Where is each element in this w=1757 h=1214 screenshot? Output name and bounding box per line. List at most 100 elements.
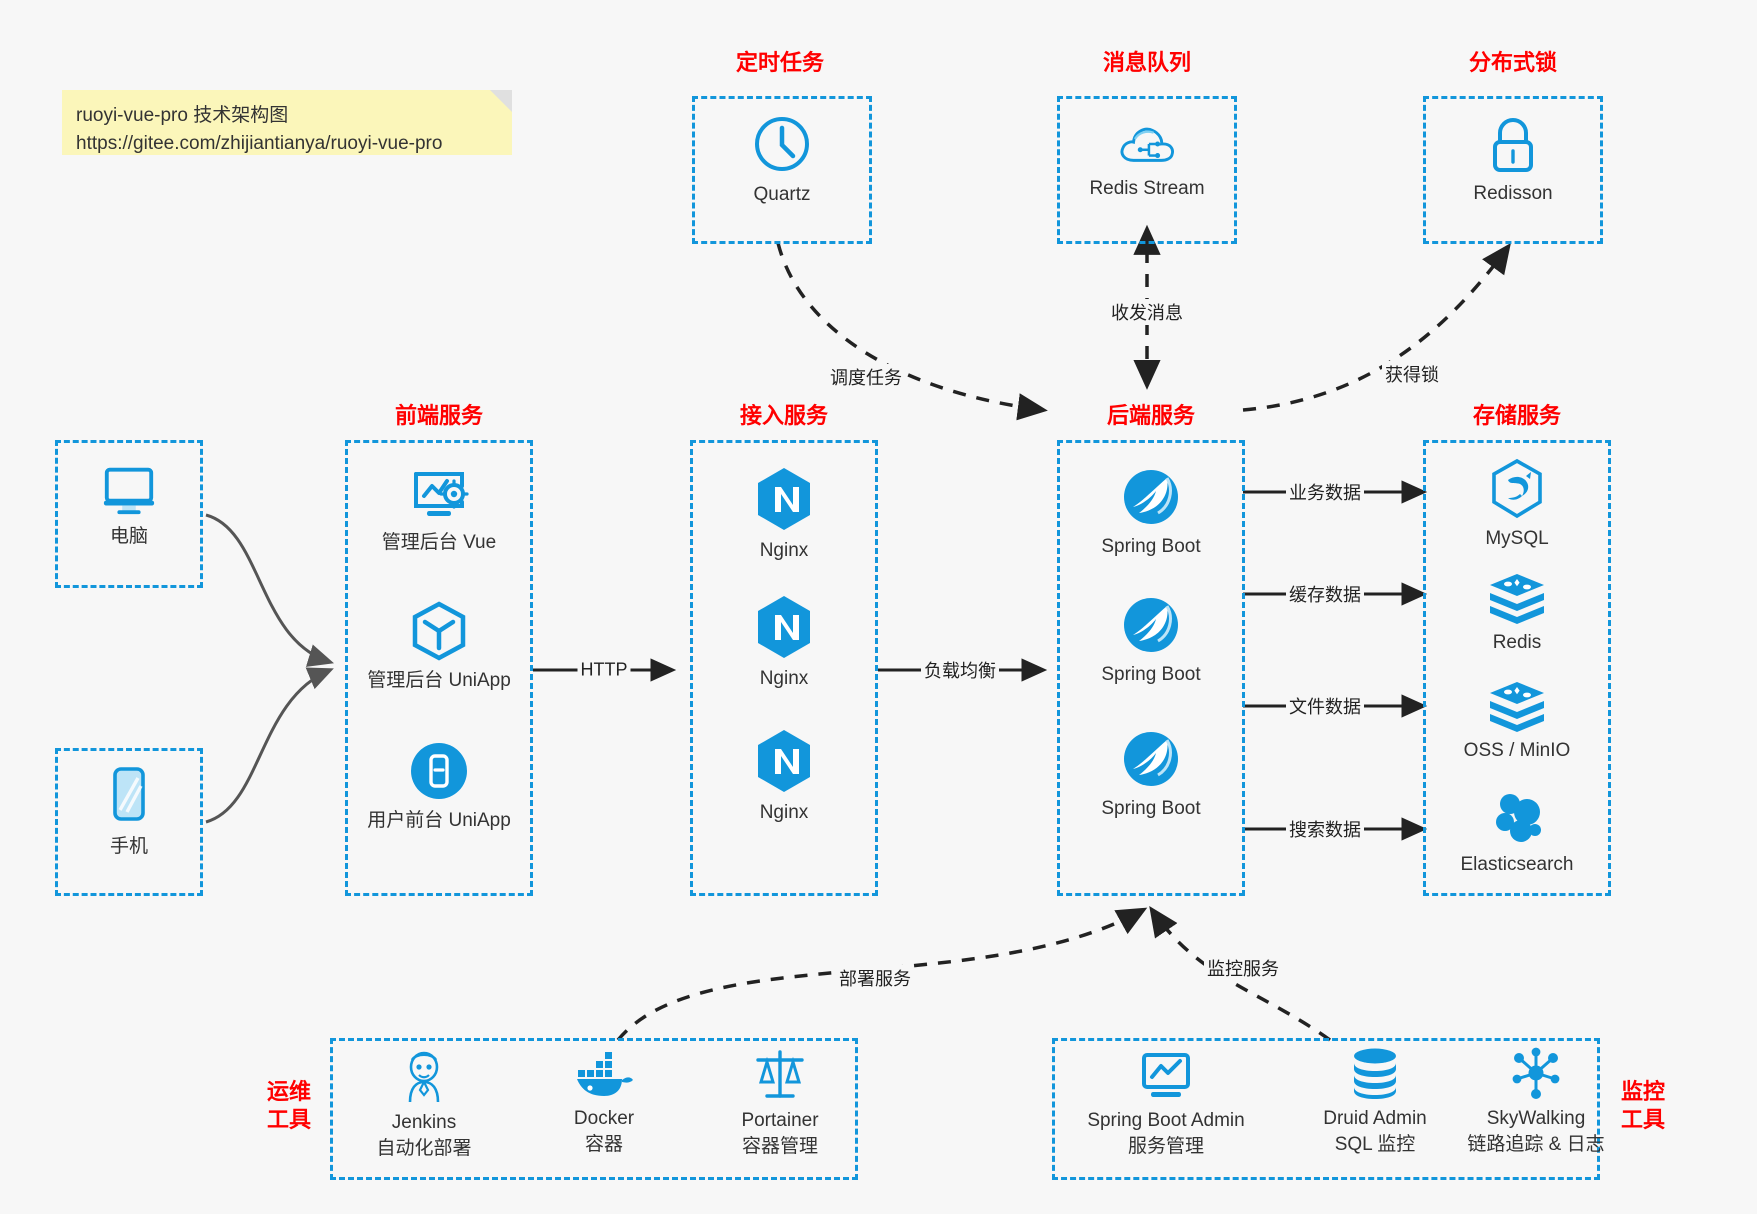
- phone-icon: [113, 767, 145, 821]
- node-nginx-2[interactable]: Nginx: [690, 594, 878, 692]
- node-label: Nginx: [759, 668, 809, 689]
- monitor-title-line1: 监控: [1620, 1079, 1665, 1104]
- group-title-distributed-lock: 分布式锁: [1468, 50, 1557, 75]
- group-title-monitor: 监控 工具: [1612, 1078, 1674, 1133]
- edge-label-file-data: 文件数据: [1286, 693, 1364, 719]
- edge-label-monitor-service: 监控服务: [1204, 955, 1282, 981]
- cloud-stream-icon: [1120, 127, 1174, 162]
- skywalking-node-icon: [1512, 1047, 1560, 1099]
- node-label: Quartz: [753, 184, 811, 205]
- spring-leaf-icon: [1124, 598, 1178, 652]
- group-distributed-lock: [1423, 96, 1603, 244]
- node-sublabel: 链路追踪 & 日志: [1467, 1133, 1605, 1155]
- group-client-phone: [55, 748, 203, 896]
- edge-label-business-data: 业务数据: [1286, 479, 1364, 505]
- node-label: Redis: [1492, 632, 1542, 653]
- note-url: https://gitee.com/zhijiantianya/ruoyi-vu…: [76, 132, 443, 154]
- node-elasticsearch[interactable]: Elasticsearch: [1423, 790, 1611, 878]
- node-label: Nginx: [759, 802, 809, 823]
- group-title-gateway: 接入服务: [739, 403, 828, 428]
- node-mysql[interactable]: MySQL: [1423, 458, 1611, 552]
- spring-leaf-icon: [1124, 732, 1178, 786]
- uniapp-cube-icon: [412, 601, 466, 661]
- docker-whale-icon: [577, 1052, 633, 1096]
- node-jenkins[interactable]: Jenkins 自动化部署: [344, 1050, 504, 1161]
- info-note: ruoyi-vue-pro 技术架构图 https://gitee.com/zh…: [62, 90, 512, 155]
- group-backend: [1057, 440, 1245, 896]
- edge-label-send-receive-message: 收发消息: [1108, 299, 1186, 325]
- node-label: MySQL: [1485, 528, 1549, 549]
- node-skywalking[interactable]: SkyWalking 链路追踪 & 日志: [1448, 1046, 1624, 1157]
- node-label: Druid Admin: [1323, 1108, 1427, 1129]
- clock-icon: [755, 117, 809, 171]
- lock-icon: [1493, 118, 1533, 172]
- node-docker[interactable]: Docker 容器: [524, 1050, 684, 1157]
- group-title-scheduled-task: 定时任务: [735, 50, 824, 75]
- node-label: SkyWalking: [1486, 1108, 1586, 1129]
- node-springboot-1[interactable]: Spring Boot: [1057, 466, 1245, 560]
- node-springboot-2[interactable]: Spring Boot: [1057, 594, 1245, 688]
- node-admin-vue[interactable]: 管理后台 Vue: [345, 466, 533, 556]
- group-title-frontend: 前端服务: [394, 403, 483, 428]
- node-portainer[interactable]: Portainer 容器管理: [700, 1046, 860, 1159]
- node-label: Redisson: [1473, 183, 1553, 204]
- group-client-pc: [55, 440, 203, 588]
- elasticsearch-icon: [1496, 794, 1541, 842]
- node-redis[interactable]: Redis: [1423, 570, 1611, 656]
- note-fold-corner: [490, 90, 512, 112]
- edge-label-schedule-task: 调度任务: [827, 364, 905, 390]
- node-sublabel: SQL 监控: [1334, 1133, 1416, 1155]
- edge-label-acquire-lock: 获得锁: [1382, 361, 1442, 387]
- monitor-title-line2: 工具: [1620, 1106, 1665, 1132]
- node-sublabel: 容器: [584, 1133, 623, 1155]
- node-sublabel: 容器管理: [741, 1135, 818, 1157]
- node-label: Elasticsearch: [1460, 854, 1574, 875]
- jenkins-butler-icon: [408, 1051, 440, 1103]
- node-redisson[interactable]: Redisson: [1423, 115, 1603, 207]
- nginx-icon: [758, 468, 810, 530]
- node-label: Nginx: [759, 540, 809, 561]
- node-druid-admin[interactable]: Druid Admin SQL 监控: [1290, 1046, 1460, 1157]
- portainer-scale-icon: [756, 1050, 804, 1098]
- node-nginx-3[interactable]: Nginx: [690, 728, 878, 826]
- edge-label-deploy-service: 部署服务: [836, 965, 914, 991]
- group-monitor: [1052, 1038, 1600, 1180]
- nginx-icon: [758, 596, 810, 658]
- group-gateway: [690, 440, 878, 896]
- database-icon: [1354, 1048, 1396, 1099]
- node-label: Spring Boot: [1101, 536, 1201, 557]
- node-redis-stream[interactable]: Redis Stream: [1057, 118, 1237, 202]
- mobile-app-icon: [411, 743, 467, 799]
- node-admin-uniapp[interactable]: 管理后台 UniApp: [345, 600, 533, 694]
- node-nginx-1[interactable]: Nginx: [690, 466, 878, 564]
- node-user-uniapp[interactable]: 用户前台 UniApp: [345, 740, 533, 834]
- node-oss-minio[interactable]: OSS / MinIO: [1423, 678, 1611, 764]
- node-pc[interactable]: 电脑: [55, 462, 203, 550]
- node-label: Jenkins: [391, 1112, 457, 1133]
- node-label: Portainer: [741, 1110, 819, 1131]
- node-label: Docker: [573, 1108, 635, 1129]
- node-sublabel: 服务管理: [1127, 1135, 1204, 1157]
- monitor-icon: [103, 467, 155, 515]
- edge-label-search-data: 搜索数据: [1286, 816, 1364, 842]
- node-label: 电脑: [109, 526, 148, 547]
- group-title-backend: 后端服务: [1106, 403, 1195, 428]
- nginx-icon: [758, 730, 810, 792]
- node-label: Spring Boot: [1101, 798, 1201, 819]
- dashboard-gear-icon: [414, 472, 469, 516]
- node-springboot-3[interactable]: Spring Boot: [1057, 728, 1245, 822]
- devops-title-line2: 工具: [266, 1106, 311, 1132]
- node-quartz[interactable]: Quartz: [692, 112, 872, 208]
- node-label: Spring Boot: [1101, 664, 1201, 685]
- monitor-chart-icon: [1142, 1053, 1190, 1097]
- group-devops: [330, 1038, 858, 1180]
- group-scheduled-task: [692, 96, 872, 244]
- object-storage-icon: [1490, 682, 1544, 732]
- node-label: OSS / MinIO: [1463, 740, 1571, 761]
- group-title-storage: 存储服务: [1472, 403, 1561, 428]
- node-spring-boot-admin[interactable]: Spring Boot Admin 服务管理: [1062, 1050, 1270, 1159]
- node-phone[interactable]: 手机: [55, 764, 203, 860]
- node-label: 用户前台 UniApp: [367, 810, 511, 831]
- devops-title-line1: 运维: [266, 1079, 311, 1104]
